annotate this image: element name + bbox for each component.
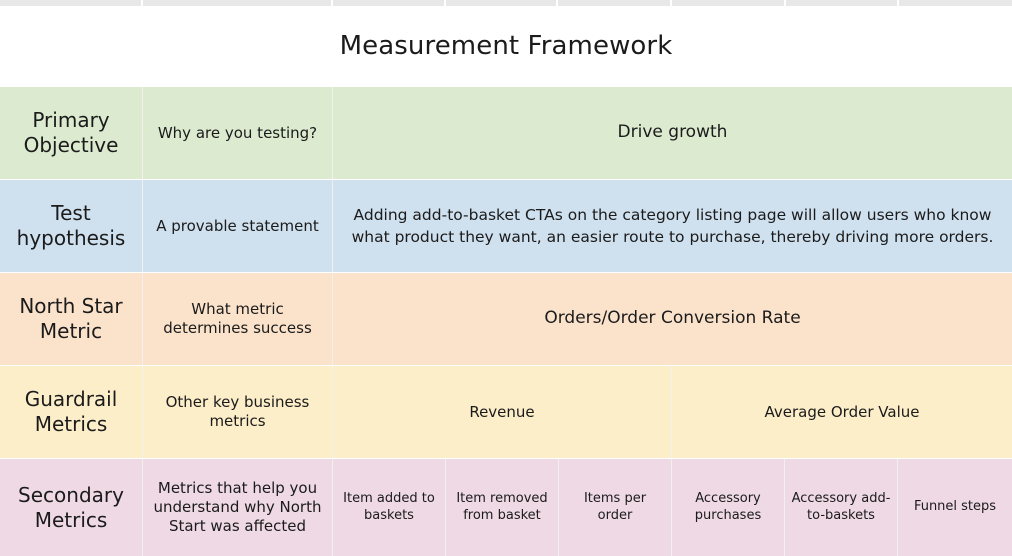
row-description-north-star-metric: What metric determines success	[143, 273, 333, 365]
table-row-primary-objective: Primary Objective Why are you testing? D…	[0, 86, 1012, 179]
column-header-cell-e[interactable]	[558, 0, 672, 6]
row-label-primary-objective: Primary Objective	[0, 87, 143, 179]
spreadsheet-column-strip	[0, 0, 1012, 7]
row-value-test-hypothesis: Adding add-to-basket CTAs on the categor…	[333, 180, 1012, 272]
column-header-cell-g[interactable]	[786, 0, 899, 6]
row-description-test-hypothesis: A provable statement	[143, 180, 333, 272]
row-value-primary-objective: Drive growth	[333, 87, 1012, 179]
column-header-cell-c[interactable]	[333, 0, 446, 6]
row-value-north-star-metric: Orders/Order Conversion Rate	[333, 273, 1012, 365]
row-label-secondary-metrics: Secondary Metrics	[0, 459, 143, 556]
row-description-secondary-metrics: Metrics that help you understand why Nor…	[143, 459, 333, 556]
secondary-metric-funnel-steps: Funnel steps	[898, 459, 1012, 556]
column-header-cell-b[interactable]	[143, 0, 333, 6]
row-description-guardrail-metrics: Other key business metrics	[143, 366, 333, 458]
guardrail-metric-average-order-value: Average Order Value	[672, 366, 1012, 458]
secondary-metric-item-removed-from-basket: Item removed from basket	[446, 459, 559, 556]
secondary-metric-accessory-add-to-baskets: Accessory add-to-baskets	[785, 459, 898, 556]
column-header-cell-f[interactable]	[672, 0, 786, 6]
column-header-cell-a[interactable]	[0, 0, 143, 6]
row-description-primary-objective: Why are you testing?	[143, 87, 333, 179]
secondary-metric-item-added-to-baskets: Item added to baskets	[333, 459, 446, 556]
table-row-secondary-metrics: Secondary Metrics Metrics that help you …	[0, 458, 1012, 556]
title-banner: Measurement Framework	[0, 7, 1012, 86]
column-header-cell-h[interactable]	[899, 0, 1012, 6]
table-row-test-hypothesis: Test hypothesis A provable statement Add…	[0, 179, 1012, 272]
row-label-guardrail-metrics: Guardrail Metrics	[0, 366, 143, 458]
secondary-metric-accessory-purchases: Accessory purchases	[672, 459, 785, 556]
page-title: Measurement Framework	[339, 30, 673, 61]
row-label-test-hypothesis: Test hypothesis	[0, 180, 143, 272]
row-label-north-star-metric: North Star Metric	[0, 273, 143, 365]
secondary-metric-items-per-order: Items per order	[559, 459, 672, 556]
guardrail-metric-revenue: Revenue	[333, 366, 672, 458]
table-row-guardrail-metrics: Guardrail Metrics Other key business met…	[0, 365, 1012, 458]
column-header-cell-d[interactable]	[446, 0, 558, 6]
table-row-north-star-metric: North Star Metric What metric determines…	[0, 272, 1012, 365]
